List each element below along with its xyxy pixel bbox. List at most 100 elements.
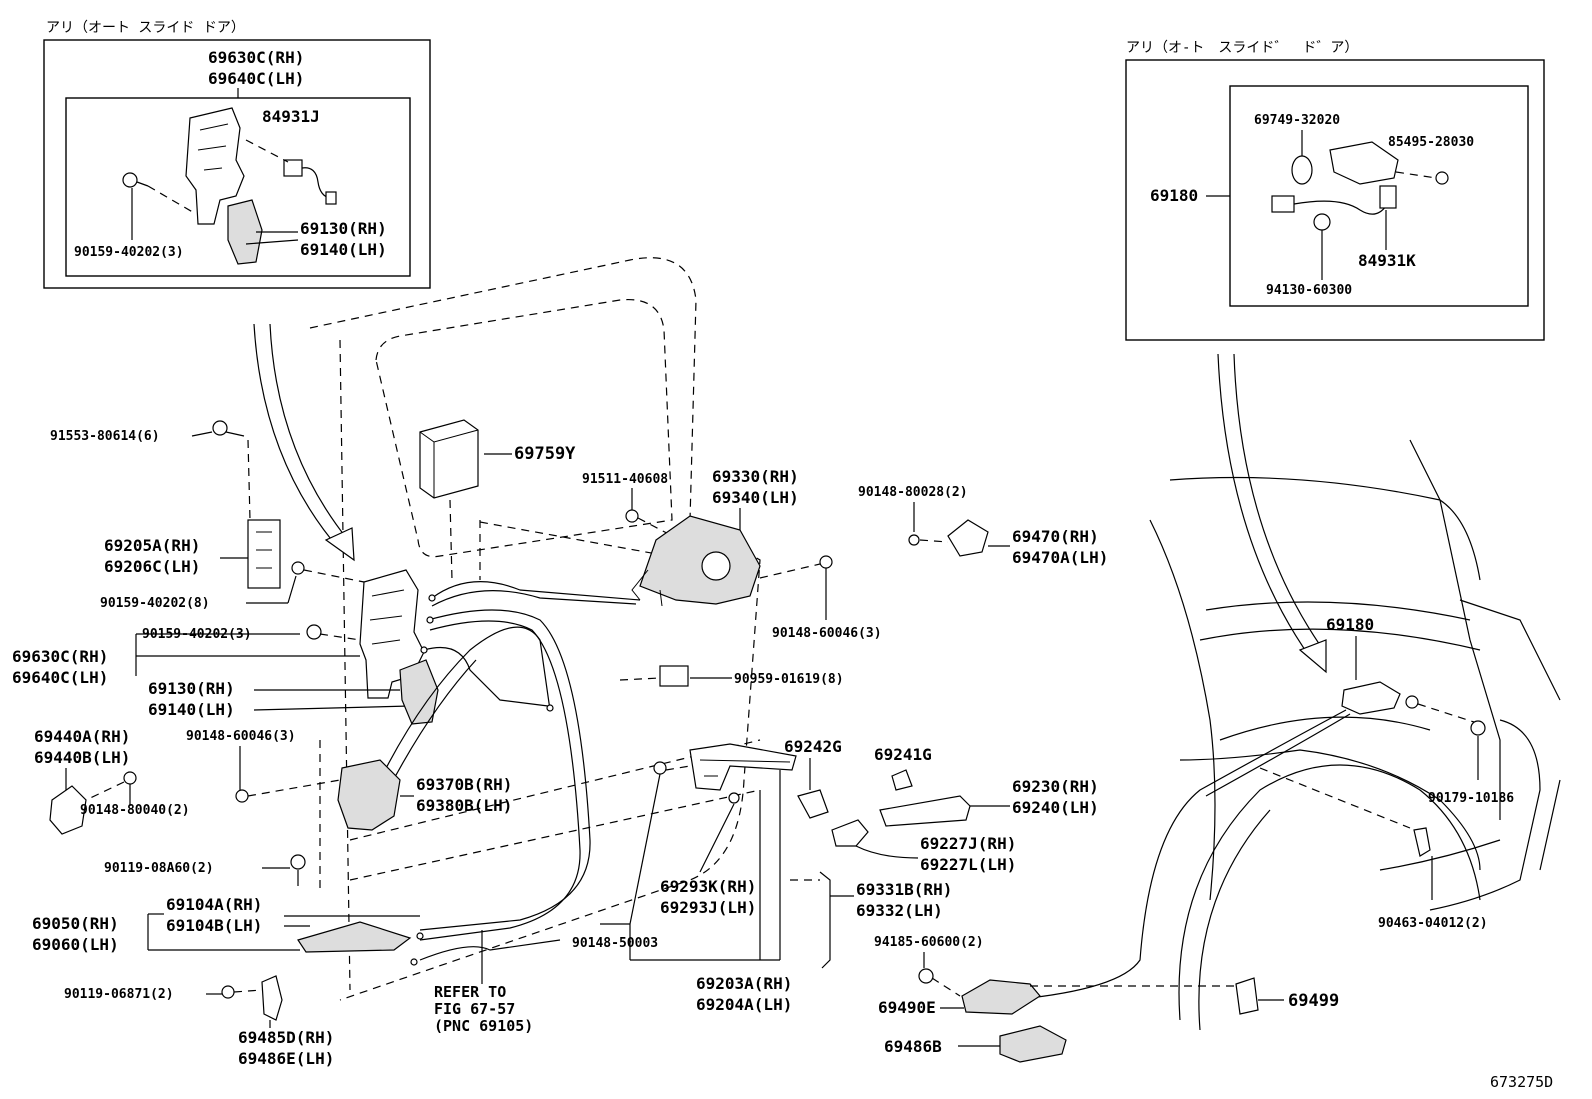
label-69140-LH-inset: 69140(LH)	[300, 240, 387, 259]
label-94185-60600-2: 94185-60600(2)	[874, 935, 984, 950]
pad-69227J	[831, 819, 869, 847]
label-refer-fig: FIG 67-57	[434, 1000, 515, 1018]
label-90148-60046-3-right: 90148-60046(3)	[772, 626, 882, 641]
right-inset: アリ（オ-ト スライド゛ ド゛ア） 69749-32020 85495-2803…	[1125, 40, 1545, 341]
label-69203A-RH: 69203A(RH)	[696, 974, 792, 993]
cover-69485D	[261, 975, 283, 1021]
outside-handle-frame	[689, 743, 797, 791]
label-69206C-LH: 69206C(LH)	[104, 557, 200, 576]
label-69104A-RH: 69104A(RH)	[166, 895, 262, 914]
vehicle-body-outline	[1149, 439, 1561, 1031]
sensor-69180-main	[1341, 681, 1401, 715]
label-90119-06871-2: 90119-06871(2)	[64, 987, 174, 1002]
bolt-90159-inset	[122, 172, 138, 188]
bolt-90159-8	[291, 561, 305, 575]
hinge-69205A	[247, 519, 281, 589]
label-69240-LH: 69240(LH)	[1012, 798, 1099, 817]
label-69331B-RH: 69331B(RH)	[856, 880, 952, 899]
label-90148-50003: 90148-50003	[572, 936, 658, 951]
label-69440B-LH: 69440B(LH)	[34, 748, 130, 767]
label-69130-RH-inset: 69130(RH)	[300, 219, 387, 238]
label-69293K-RH: 69293K(RH)	[660, 877, 756, 896]
label-69470A-LH: 69470A(LH)	[1012, 548, 1108, 567]
direction-arrow-right	[1217, 353, 1323, 661]
left-inset-caption: アリ（オート スライド ドア）	[46, 20, 245, 36]
clip-69749	[1291, 155, 1313, 185]
lock-69490E	[961, 979, 1041, 1015]
label-69050-RH: 69050(RH)	[32, 914, 119, 933]
pad-69241G	[891, 769, 913, 791]
label-69205A-RH: 69205A(RH)	[104, 536, 200, 555]
bolt-90148-60046-right	[819, 555, 833, 569]
label-69470-RH: 69470(RH)	[1012, 527, 1099, 546]
label-84931K: 84931K	[1358, 251, 1416, 270]
lock-actuator-main	[399, 659, 439, 725]
right-inset-outer-box	[1125, 59, 1545, 341]
label-69485D-RH: 69485D(RH)	[238, 1028, 334, 1047]
figure-id: 673275D	[1490, 1073, 1553, 1091]
outside-handle-69230	[879, 795, 971, 827]
label-69241G: 69241G	[874, 745, 932, 764]
grommet-94130	[1313, 213, 1331, 231]
label-69230-RH: 69230(RH)	[1012, 777, 1099, 796]
label-69486B: 69486B	[884, 1037, 942, 1056]
bolt-91553	[212, 420, 228, 436]
label-69759Y: 69759Y	[514, 444, 576, 464]
direction-arrow-left	[253, 323, 349, 551]
label-69227L-LH: 69227L(LH)	[920, 855, 1016, 874]
label-90959-01619-8: 90959-01619(8)	[734, 672, 844, 687]
cover-69486B	[999, 1025, 1067, 1063]
label-69440A-RH: 69440A(RH)	[34, 727, 130, 746]
label-85495-28030: 85495-28030	[1388, 135, 1474, 150]
label-refer-to: REFER TO	[434, 983, 506, 1001]
lock-assembly-69370B	[337, 759, 401, 831]
label-69340-LH: 69340(LH)	[712, 488, 799, 507]
label-69640C-LH: 69640C(LH)	[12, 668, 108, 687]
label-69180-main: 69180	[1326, 615, 1374, 634]
label-90179-10186: 90179-10186	[1428, 791, 1514, 806]
label-69630C-RH: 69630C(RH)	[12, 647, 108, 666]
label-90148-80040-2: 90148-80040(2)	[80, 803, 190, 818]
door-lock-bracket-inset	[185, 107, 245, 225]
label-69486E-LH: 69486E(LH)	[238, 1049, 334, 1068]
label-91511-40608: 91511-40608	[582, 472, 668, 487]
clip-90179	[1470, 720, 1486, 736]
clamp-90959	[659, 665, 689, 687]
left-inset: アリ（オート スライド ドア） 69630C(RH) 69640C(LH) 84…	[43, 20, 431, 289]
label-69060-LH: 69060(LH)	[32, 935, 119, 954]
label-69370B-RH: 69370B(RH)	[416, 775, 512, 794]
label-90159-40202-3-inset: 90159-40202(3)	[74, 245, 184, 260]
label-84931J: 84931J	[262, 107, 320, 126]
rod-69331B	[819, 871, 831, 969]
label-69204A-LH: 69204A(LH)	[696, 995, 792, 1014]
screw-91511	[625, 509, 639, 523]
label-69140-LH: 69140(LH)	[148, 700, 235, 719]
right-inset-caption: アリ（オ-ト スライド゛ ド゛ア）	[1126, 40, 1358, 56]
label-69242G: 69242G	[784, 737, 842, 756]
left-inset-outer-box	[43, 39, 431, 289]
label-90148-60046-3-left: 90148-60046(3)	[186, 729, 296, 744]
connector-84931K	[1271, 195, 1295, 213]
label-69104B-LH: 69104B(LH)	[166, 916, 262, 935]
striker-69470	[947, 519, 989, 557]
label-69749-32020: 69749-32020	[1254, 113, 1340, 128]
lower-roller-69104	[297, 921, 412, 953]
bolt-90148-60046-left	[235, 789, 249, 803]
bolt-90159-3	[306, 624, 322, 640]
label-90159-40202-8: 90159-40202(8)	[100, 596, 210, 611]
label-94130-60300: 94130-60300	[1266, 283, 1352, 298]
door-lock-assembly	[639, 515, 761, 605]
lock-actuator-inset	[227, 199, 263, 265]
label-69499: 69499	[1288, 991, 1339, 1011]
label-91553-80614-6: 91553-80614(6)	[50, 429, 160, 444]
label-refer-pnc: (PNC 69105)	[434, 1017, 533, 1035]
label-69293J-LH: 69293J(LH)	[660, 898, 756, 917]
label-69630C-RH-inset: 69630C(RH)	[208, 48, 304, 67]
label-69640C-LH-inset: 69640C(LH)	[208, 69, 304, 88]
screw-90148-80028	[908, 534, 920, 546]
label-69130-RH: 69130(RH)	[148, 679, 235, 698]
nut-94185	[918, 968, 934, 984]
label-69227J-RH: 69227J(RH)	[920, 834, 1016, 853]
control-cables	[379, 581, 641, 966]
